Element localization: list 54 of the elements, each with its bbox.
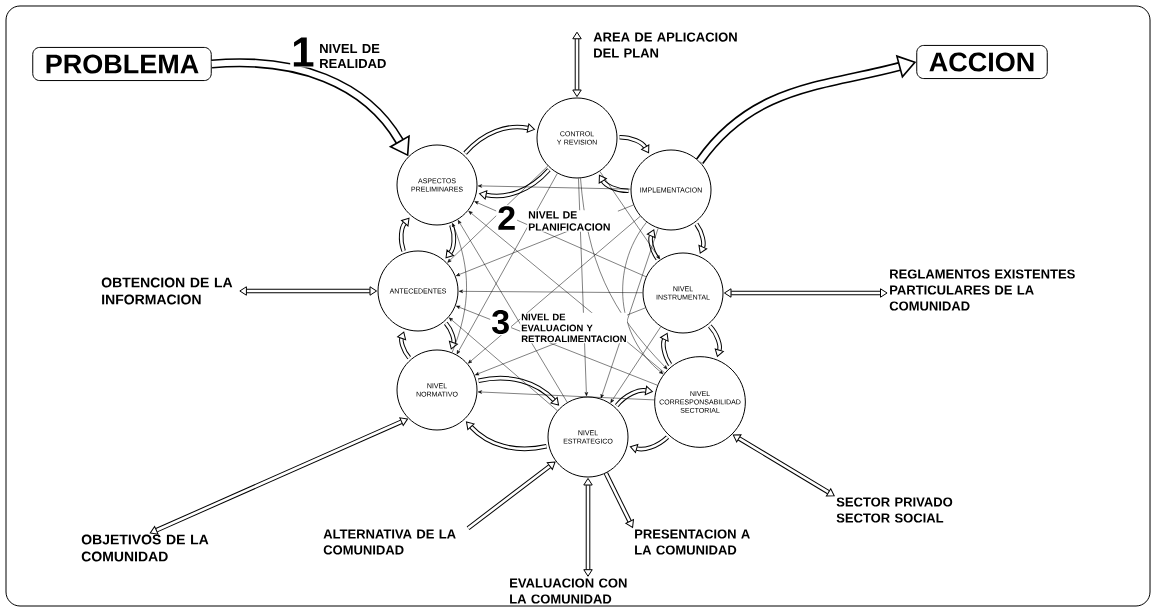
arrow — [583, 477, 593, 577]
arrow — [398, 217, 410, 252]
arrow — [619, 134, 650, 154]
level-label: NIVEL DE PLANIFICACION — [527, 210, 618, 232]
arrow — [465, 421, 547, 452]
arrow — [598, 174, 629, 194]
arrow — [468, 216, 641, 364]
arrow — [614, 385, 653, 408]
arrow — [599, 171, 660, 260]
arrow — [629, 435, 670, 454]
arrow — [477, 390, 655, 401]
arrow — [646, 229, 660, 261]
arrow — [694, 222, 708, 254]
arrow — [600, 228, 659, 399]
annotation-text: OBJETIVOS DE LA COMUNIDAD — [81, 534, 209, 562]
level-label: NIVEL DE EVALUACION Y RETROALIMENTACION — [520, 312, 628, 344]
arrow — [603, 472, 634, 528]
arrow — [456, 173, 558, 355]
arrow — [449, 317, 558, 411]
arrow — [477, 184, 631, 190]
title-box: ACCION — [916, 44, 1048, 80]
arrow — [445, 224, 457, 259]
arrow — [580, 178, 668, 370]
arrow — [397, 331, 411, 360]
annotation-text: AREA DE APLICACION DEL PLAN — [593, 32, 737, 58]
level-label: 3 — [490, 308, 512, 336]
arrow — [610, 326, 661, 403]
arrow — [708, 324, 724, 357]
arrow — [466, 461, 556, 531]
level-label: 2 — [496, 205, 518, 231]
arrow — [447, 165, 549, 263]
level-label: 1 — [290, 36, 316, 68]
annotation-text: SECTOR PRIVADO SECTOR SOCIAL — [836, 497, 953, 523]
arrow — [660, 332, 673, 366]
arrow — [239, 286, 378, 296]
arrow — [463, 123, 535, 155]
annotation-text: EVALUACION CON LA COMUNIDAD — [510, 578, 627, 604]
arrow — [478, 375, 560, 406]
arrow — [149, 417, 408, 535]
annotation-text: PRESENTACION A LA COMUNIDAD — [635, 529, 750, 555]
title-box: PROBLEMA — [32, 46, 212, 82]
arrow — [732, 434, 835, 497]
arrow — [723, 288, 888, 298]
arrow — [622, 222, 664, 375]
arrow — [451, 222, 467, 353]
level-label: NIVEL DE REALIDAD — [318, 43, 397, 69]
annotation-text: ALTERNATIVA DE LA COMUNIDAD — [323, 529, 456, 555]
arrow — [457, 220, 568, 403]
arrow — [444, 321, 458, 350]
arrow — [572, 31, 582, 98]
annotation-text: OBTENCION DE LA INFORMACION — [101, 277, 233, 305]
annotation-text: REGLAMENTOS EXISTENTES PARTICULARES DE LA COMUNIDAD — [889, 269, 1075, 311]
arrow — [479, 168, 551, 200]
arrow — [458, 289, 643, 293]
